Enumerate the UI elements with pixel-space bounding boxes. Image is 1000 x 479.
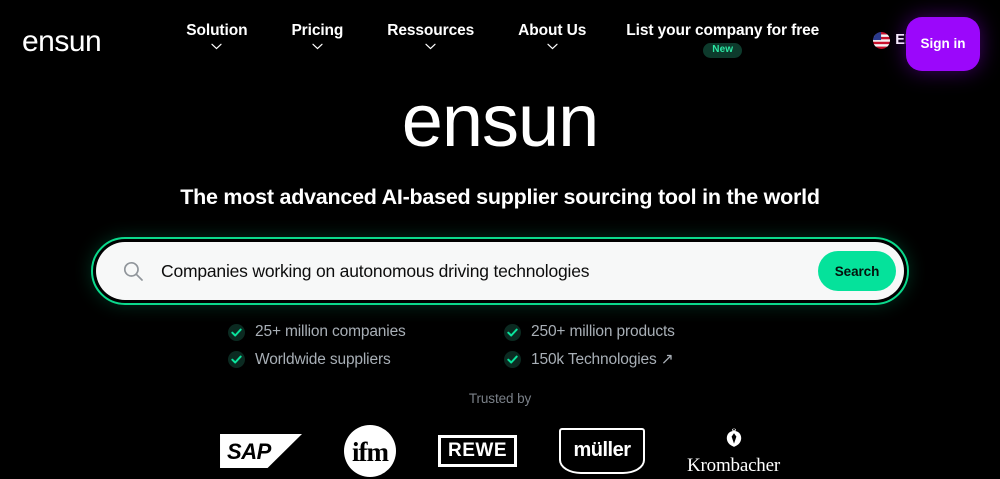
feature-label: 150k Technologies ↗	[531, 351, 674, 368]
check-circle-icon	[228, 351, 245, 368]
nav-item-label: About Us	[518, 22, 587, 39]
feature-item: Worldwide suppliers	[228, 350, 504, 369]
brand-logo[interactable]: ensun	[22, 25, 102, 58]
trusted-by-label: Trusted by	[468, 391, 532, 406]
logo-krombacher: Krombacher	[687, 420, 780, 479]
nav-item-list-your-company[interactable]: List your company for free New	[608, 22, 837, 58]
nav-item-label: Pricing	[291, 22, 344, 39]
rewe-logo-text: REWE	[448, 440, 508, 461]
krombacher-logo-text: Krombacher	[687, 455, 780, 476]
feature-list: 25+ million companies 250+ million produ…	[220, 323, 780, 369]
main-navigation: Solution Pricing Ressources About Us Lis	[164, 22, 837, 58]
nav-item-pricing[interactable]: Pricing	[269, 22, 365, 50]
logo-rewe: REWE	[438, 420, 518, 479]
feature-label: 25+ million companies	[255, 323, 406, 340]
logo-ifm: ifm	[344, 420, 397, 479]
feature-label: 250+ million products	[531, 323, 675, 340]
hero-wordmark: ensun	[401, 79, 600, 162]
chevron-down-icon	[312, 43, 323, 50]
logo-muller: müller	[559, 420, 646, 479]
feature-label: Worldwide suppliers	[255, 350, 391, 368]
us-flag-icon	[873, 31, 891, 49]
search-icon	[122, 260, 144, 282]
chevron-down-icon	[211, 43, 222, 50]
check-circle-icon	[504, 323, 521, 341]
new-badge: New	[703, 43, 743, 58]
muller-logo-text: müller	[573, 439, 632, 461]
logo-sap: SAP	[220, 420, 303, 479]
feature-item: 25+ million companies	[228, 323, 504, 341]
hero-section: ensun The most advanced AI-based supplie…	[0, 84, 1000, 210]
krombacher-crest-icon	[720, 427, 748, 455]
nav-item-label: Ressources	[387, 22, 475, 39]
nav-item-ressources[interactable]: Ressources	[365, 22, 496, 50]
chevron-down-icon	[425, 43, 436, 50]
ifm-logo-text: ifm	[352, 436, 389, 467]
feature-item-link[interactable]: 150k Technologies ↗	[504, 350, 780, 369]
nav-item-solution[interactable]: Solution	[164, 22, 269, 50]
nav-item-label: List your company for free	[626, 22, 820, 39]
search-bar: Search	[91, 237, 909, 305]
search-input[interactable]	[144, 260, 818, 282]
sign-in-button[interactable]: Sign in	[906, 17, 980, 71]
trusted-by-logo-row: SAP ifm REWE müller Krombacher	[0, 420, 1000, 479]
sap-logo-text: SAP	[227, 439, 271, 464]
feature-item: 250+ million products	[504, 323, 780, 341]
site-header: ensun Solution Pricing Ressources About …	[0, 0, 1000, 88]
check-circle-icon	[504, 351, 521, 368]
search-button[interactable]: Search	[818, 251, 896, 291]
nav-item-label: Solution	[186, 22, 248, 39]
search-bar-inner: Search	[96, 242, 904, 300]
nav-item-about-us[interactable]: About Us	[496, 22, 608, 50]
check-circle-icon	[228, 323, 245, 341]
hero-tagline: The most advanced AI-based supplier sour…	[180, 185, 820, 209]
chevron-down-icon	[547, 43, 558, 50]
